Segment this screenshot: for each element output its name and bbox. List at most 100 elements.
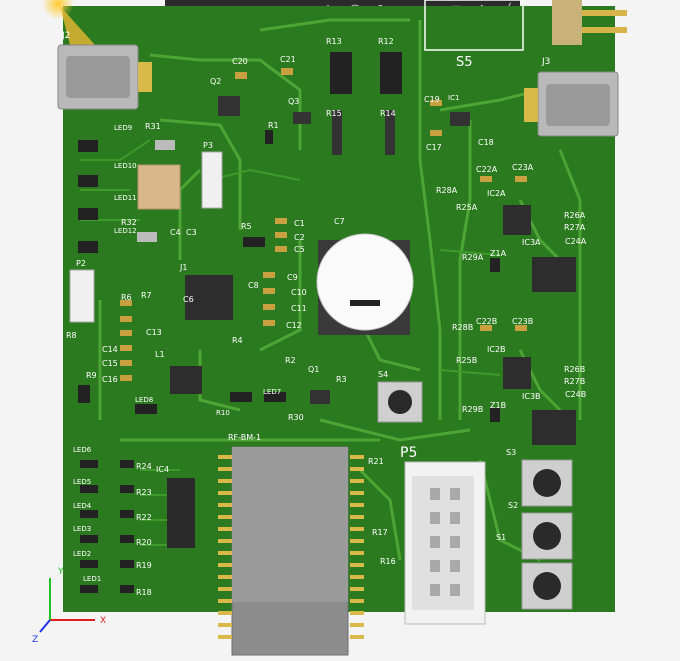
label-rf: RF-BM-1: [228, 433, 261, 442]
label-l1: L1: [155, 350, 165, 359]
label-c10: C10: [291, 288, 307, 297]
label-p2: P2: [76, 259, 86, 268]
led12: [78, 241, 98, 253]
label-p3: P3: [203, 141, 213, 150]
chip-ic3a: [532, 257, 576, 292]
label-c11: C11: [291, 304, 307, 313]
coin-cell: [316, 233, 414, 331]
label-led5: LED5: [73, 478, 91, 486]
label-r26b: R26B: [564, 365, 585, 374]
label-r19: R19: [136, 561, 152, 570]
label-q1: Q1: [308, 365, 319, 374]
pin-header-top-right: [552, 0, 582, 45]
label-r1: R1: [268, 121, 279, 130]
label-r31: R31: [145, 122, 161, 131]
label-c19: C19: [424, 95, 440, 104]
label-c14: C14: [102, 345, 118, 354]
inductor-l1: [170, 366, 202, 394]
label-r4: R4: [232, 336, 243, 345]
label-z1b: Z1B: [490, 401, 506, 410]
label-q2: Q2: [210, 77, 221, 86]
label-c12: C12: [286, 321, 302, 330]
label-ic2a: IC2A: [487, 189, 506, 198]
label-r5: R5: [241, 222, 252, 231]
label-c5: C5: [294, 245, 305, 254]
label-r20: R20: [136, 538, 152, 547]
label-c24b: C24B: [565, 390, 586, 399]
s5-outline: [424, 0, 524, 51]
label-led1: LED1: [83, 575, 101, 583]
connector-beige: [137, 164, 181, 210]
label-led4: LED4: [73, 502, 92, 510]
resistor-r5: [243, 237, 265, 247]
label-c6: C6: [183, 295, 194, 304]
label-led9: LED9: [114, 124, 132, 132]
chip-ic2b: [503, 357, 531, 389]
chip-ic4: [167, 478, 195, 548]
label-led12: LED12: [114, 227, 137, 235]
label-c20: C20: [232, 57, 248, 66]
label-r27a: R27A: [564, 223, 586, 232]
label-r28a: R28A: [436, 186, 458, 195]
chip-ic1: [450, 112, 470, 126]
label-r21: R21: [368, 457, 384, 466]
label-led10: LED10: [114, 162, 137, 170]
label-c8: C8: [248, 281, 259, 290]
label-axis_x: X: [100, 616, 106, 626]
label-r17: R17: [372, 528, 388, 537]
label-c16: C16: [102, 375, 118, 384]
label-r7: R7: [141, 291, 152, 300]
label-j3: J3: [541, 57, 550, 67]
label-c23b: C23B: [512, 317, 533, 326]
label-led2: LED2: [73, 550, 91, 558]
label-led11: LED11: [114, 194, 137, 202]
label-led3: LED3: [73, 525, 91, 533]
label-j2: J2: [61, 31, 70, 41]
label-ic3a: IC3A: [522, 238, 541, 247]
label-r26a: R26A: [564, 211, 586, 220]
label-r2: R2: [285, 356, 296, 365]
label-q3: Q3: [288, 97, 299, 106]
label-j1: J1: [179, 263, 187, 272]
label-ic1: IC1: [448, 94, 459, 102]
label-ic3b: IC3B: [522, 392, 541, 401]
label-ic4: IC4: [156, 465, 169, 474]
transistor-q3: [293, 112, 311, 124]
label-p5: P5: [400, 445, 417, 461]
label-ic2b: IC2B: [487, 345, 506, 354]
label-z1a: Z1A: [490, 249, 507, 258]
axis-z: [39, 619, 51, 633]
label-c23a: C23A: [512, 163, 534, 172]
label-r27b: R27B: [564, 377, 585, 386]
resistor-r12: [380, 52, 402, 94]
label-c3: C3: [186, 228, 197, 237]
label-c22a: C22A: [476, 165, 498, 174]
label-led6: LED6: [73, 446, 92, 454]
label-r16: R16: [380, 557, 396, 566]
label-c24a: C24A: [565, 237, 587, 246]
label-s1: S1: [496, 533, 506, 542]
label-c7: C7: [334, 217, 345, 226]
label-c4: C4: [170, 228, 181, 237]
label-c18: C18: [478, 138, 494, 147]
label-r25b: R25B: [456, 356, 477, 365]
label-led7: LED7: [263, 388, 281, 396]
label-r22: R22: [136, 513, 152, 522]
label-r8: R8: [66, 331, 77, 340]
label-axis_y: Y: [57, 567, 64, 577]
label-r24: R24: [136, 462, 152, 471]
chip-ic2a: [503, 205, 531, 235]
label-c22b: C22B: [476, 317, 497, 326]
label-r6: R6: [121, 293, 132, 302]
transistor-q2: [218, 96, 240, 116]
chip-j1: [185, 275, 233, 320]
label-r15: R15: [326, 109, 342, 118]
label-r28b: R28B: [452, 323, 473, 332]
resistor-r13: [330, 52, 352, 94]
led7: [264, 392, 286, 402]
transistor-q1: [310, 390, 330, 404]
label-r32: R32: [121, 218, 137, 227]
label-c1: C1: [294, 219, 305, 228]
